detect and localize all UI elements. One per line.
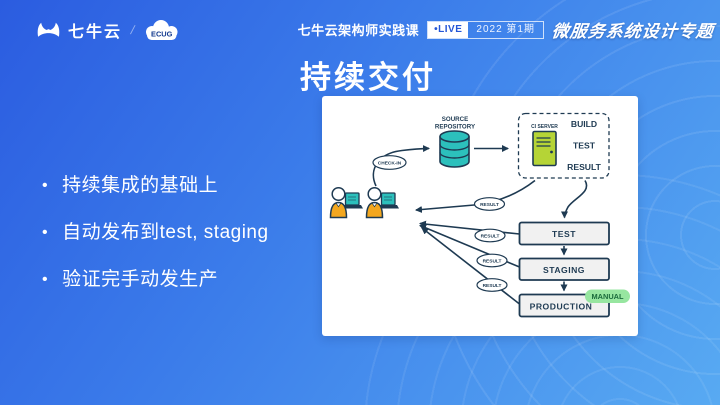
arrow-production-result-to-devs — [421, 227, 520, 305]
ecug-label: ECUG — [151, 29, 173, 38]
manual-label: MANUAL — [591, 292, 624, 301]
cicd-diagram: SOURCE REPOSITORY CI SERVER — [329, 112, 630, 318]
ci-server-label: CI SERVER — [531, 124, 558, 130]
stage-staging: STAGING — [543, 265, 585, 275]
bullet-item: • 自动发布到test, staging — [42, 217, 269, 243]
database-icon — [439, 130, 470, 168]
header-brand-group: 七牛云 / ECUG — [36, 18, 180, 42]
ci-server-group: CI SERVER BUILD TEST RESULT — [517, 112, 610, 179]
stage-production: PRODUCTION — [530, 301, 593, 311]
course-title: 七牛云架构师实践课 — [297, 23, 420, 38]
pipeline-step-test: TEST — [573, 141, 596, 151]
bullet-dot: • — [42, 224, 49, 241]
result-badges: RESULT RESULT RESULT RESULT — [473, 197, 508, 292]
session-label: 2022 第1期 — [476, 23, 535, 35]
result-label-4: RESULT — [483, 283, 502, 289]
qiniu-logo-icon — [37, 22, 60, 37]
ecug-logo: ECUG — [146, 19, 178, 40]
server-icon — [532, 130, 557, 167]
arrow-checkin — [372, 145, 430, 187]
manual-badge: MANUAL — [585, 289, 630, 303]
developer-icon-1 — [329, 186, 363, 219]
cicd-diagram-panel: SOURCE REPOSITORY CI SERVER — [322, 96, 638, 336]
source-repository-label-1: SOURCE — [442, 116, 468, 123]
bullet-list: • 持续集成的基础上 • 自动发布到test, staging • 验证完手动发… — [42, 170, 269, 311]
result-label-2: RESULT — [481, 234, 500, 240]
bullet-text: 持续集成的基础上 — [62, 175, 219, 196]
checkin-badge: CHECK-IN — [372, 155, 407, 170]
result-label-1: RESULT — [480, 202, 499, 208]
page-title: 持续交付 — [300, 60, 436, 95]
series-topic: 微服务系统设计专题 — [550, 22, 715, 41]
header-course-group: 七牛云架构师实践课 •LIVE 2022 第1期 微服务系统设计专题 — [297, 17, 715, 42]
arrow-ci-to-test — [561, 180, 588, 219]
pipeline-step-build: BUILD — [571, 119, 597, 129]
bullet-dot: • — [42, 271, 49, 288]
developer-icon-2 — [365, 186, 399, 219]
pipeline-step-result: RESULT — [567, 162, 601, 172]
brand-separator: / — [129, 23, 137, 37]
source-repository-label-2: REPOSITORY — [435, 124, 476, 131]
live-session-badge: •LIVE 2022 第1期 — [427, 20, 544, 39]
bullet-item: • 验证完手动发生产 — [42, 264, 269, 290]
result-label-3: RESULT — [483, 259, 502, 265]
bullet-text: 自动发布到test, staging — [62, 222, 269, 243]
stage-test: TEST — [552, 229, 576, 239]
bullet-dot: • — [42, 177, 49, 194]
checkin-label: CHECK-IN — [378, 161, 402, 167]
live-badge: •LIVE — [428, 21, 469, 38]
bullet-item: • 持续集成的基础上 — [42, 170, 269, 196]
brand-name: 七牛云 — [68, 24, 123, 41]
source-repository: SOURCE REPOSITORY — [435, 116, 476, 168]
bullet-text: 验证完手动发生产 — [62, 269, 219, 290]
